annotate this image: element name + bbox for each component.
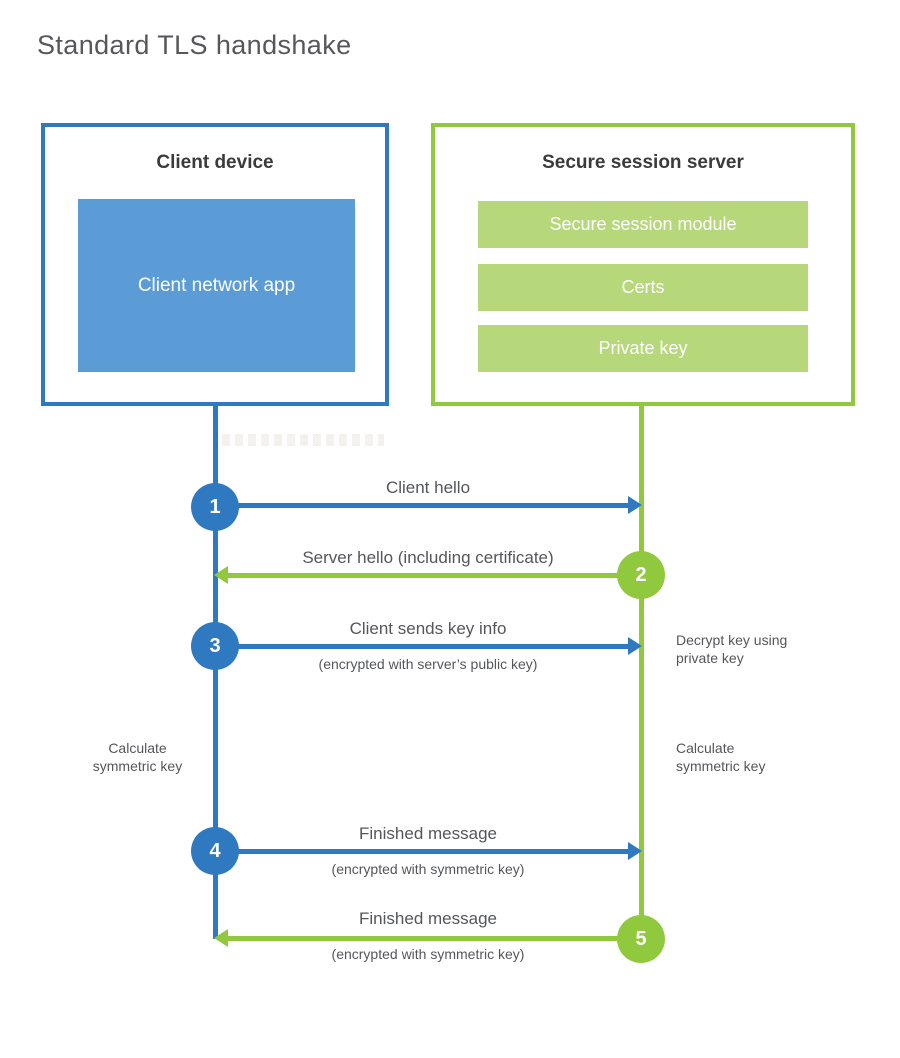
step-2-arrowhead-left-icon — [214, 566, 228, 584]
step-4-badge: 4 — [191, 827, 239, 875]
step-4-sublabel: (encrypted with symmetric key) — [331, 861, 525, 877]
step-3-label: Client sends key info — [349, 619, 507, 638]
step-1-arrow — [215, 503, 628, 508]
step-2-arrow — [228, 573, 639, 578]
secure-session-server-box: Secure session server Secure session mod… — [431, 123, 855, 406]
server-module-private-key: Private key — [478, 325, 808, 372]
server-lifeline — [639, 406, 644, 941]
client-device-box: Client device Client network app — [41, 123, 389, 406]
step-5-arrow — [228, 936, 639, 941]
client-network-app-box: Client network app — [78, 199, 355, 372]
step-4-label: Finished message — [359, 824, 497, 843]
step-5-sublabel: (encrypted with symmetric key) — [331, 946, 525, 962]
step-2-label: Server hello (including certificate) — [302, 548, 554, 567]
step-3-badge: 3 — [191, 622, 239, 670]
note-decrypt-key: Decrypt key using private key — [676, 632, 788, 667]
step-5-label: Finished message — [359, 909, 497, 928]
step-3-arrow — [215, 644, 628, 649]
page-title: Standard TLS handshake — [37, 30, 352, 60]
step-5-arrowhead-left-icon — [214, 929, 228, 947]
client-lifeline — [213, 406, 218, 939]
step-1-arrowhead-right-icon — [628, 496, 642, 514]
faint-dashes-artifact — [222, 434, 384, 446]
step-5-badge: 5 — [617, 915, 665, 963]
server-module-certs: Certs — [478, 264, 808, 311]
note-calculate-symmetric-key-left: Calculate symmetric key — [92, 740, 183, 775]
client-device-title: Client device — [156, 152, 274, 173]
step-3-arrowhead-right-icon — [628, 637, 642, 655]
step-2-badge: 2 — [617, 551, 665, 599]
step-3-sublabel: (encrypted with server’s public key) — [318, 656, 538, 672]
step-1-label: Client hello — [385, 478, 471, 497]
note-calculate-symmetric-key-right: Calculate symmetric key — [676, 740, 766, 775]
step-4-arrow — [215, 849, 628, 854]
server-module-secure-session-module: Secure session module — [478, 201, 808, 248]
secure-session-server-title: Secure session server — [542, 152, 744, 173]
client-network-app-label: Client network app — [137, 274, 296, 296]
step-4-arrowhead-right-icon — [628, 842, 642, 860]
step-1-badge: 1 — [191, 483, 239, 531]
